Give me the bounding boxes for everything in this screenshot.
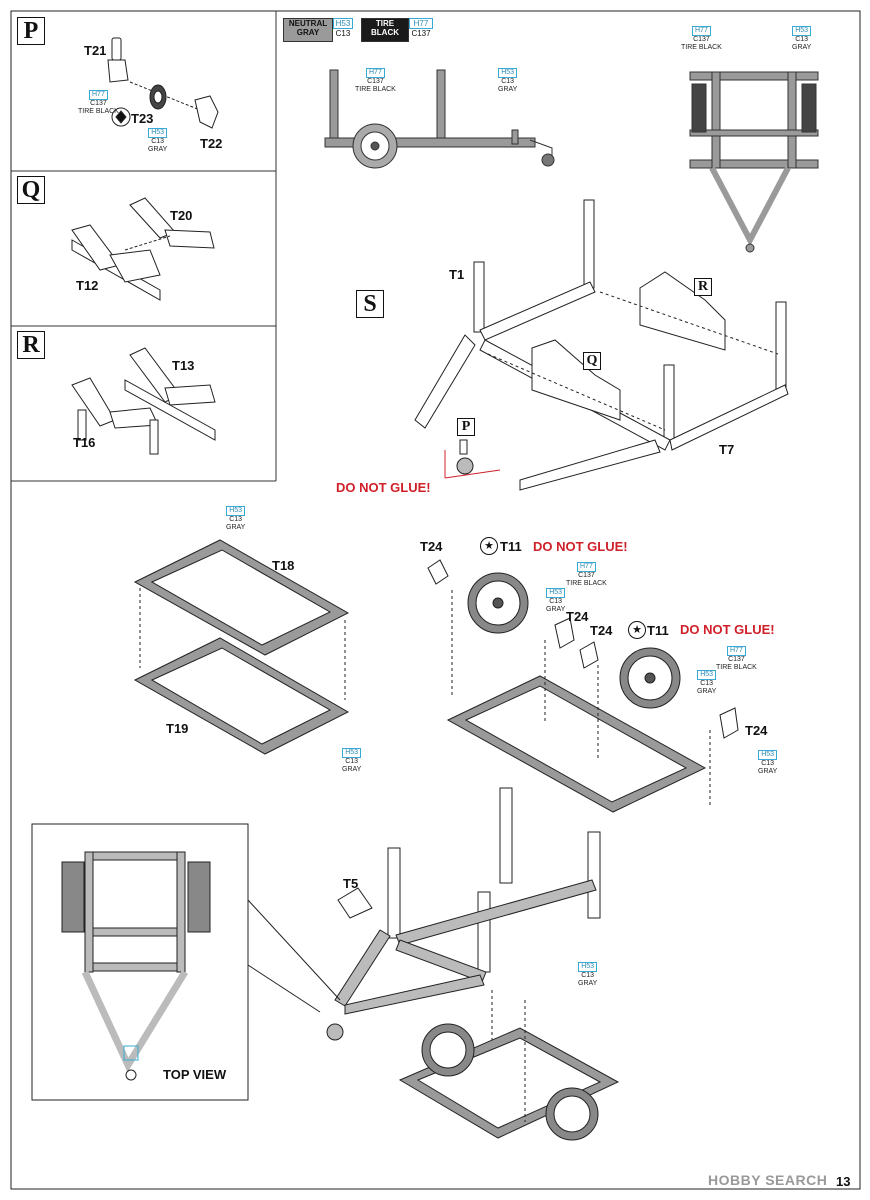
step-q-label: Q [17,176,45,204]
step-s-label: S [356,290,384,318]
part-t24-a: T24 [420,539,443,554]
do-not-glue-warning: DO NOT GLUE! [680,622,775,637]
part-t1: T1 [449,267,465,282]
neutral-gray-swatch: NEUTRAL GRAY [283,18,333,42]
sub-p-marker: P [457,418,475,436]
part-t13: T13 [172,358,195,373]
part-t11-b: T11 [647,623,669,638]
side-view-drawing [324,69,555,169]
part-t24-c: T24 [590,623,613,638]
part-t19: T19 [166,721,189,736]
part-t7: T7 [719,442,735,457]
part-t5: T5 [343,876,359,891]
tire-black-code: H77 C137 [409,18,433,38]
do-not-glue-warning: DO NOT GLUE! [533,539,628,554]
part-t18: T18 [272,558,295,573]
part-t11-a: T11 [500,539,522,554]
step-r-label: R [17,331,45,359]
part-t20: T20 [170,208,193,223]
part-t16: T16 [73,435,96,450]
part-t21: T21 [84,43,107,58]
top-view-inset-drawing [31,823,341,1101]
star-icon: ★ [628,621,646,639]
star-icon: ★ [480,537,498,555]
do-not-glue-warning: DO NOT GLUE! [336,480,431,495]
page-border [10,10,861,1190]
sub-r-marker: R [694,278,712,296]
page-number: 13 [836,1174,851,1189]
part-t24-d: T24 [745,723,768,738]
step-r-drawing [71,347,216,455]
top-view-small-drawing [689,71,819,253]
step-s-drawing [414,199,789,491]
t18-t19-drawing [133,539,350,755]
tire-black-swatch: TIRE BLACK [361,18,409,42]
neutral-gray-code: H53 C13 [333,18,353,38]
top-view-label: TOP VIEW [163,1067,227,1082]
part-t12: T12 [76,278,99,293]
final-assembly-drawing [326,787,620,1141]
step-p-drawing [107,37,219,129]
step-q-drawing [71,197,215,301]
part-t23: T23 [131,111,154,126]
step-p-label: P [17,17,45,45]
watermark: HOBBY SEARCH [708,1172,828,1188]
part-t22: T22 [200,136,223,151]
sub-q-marker: Q [583,352,601,370]
color-legend: NEUTRAL GRAY H53 C13 TIRE BLACK H77 C137 [283,18,433,42]
part-t24-b: T24 [566,609,589,624]
wheel-frame-drawing [427,559,739,813]
